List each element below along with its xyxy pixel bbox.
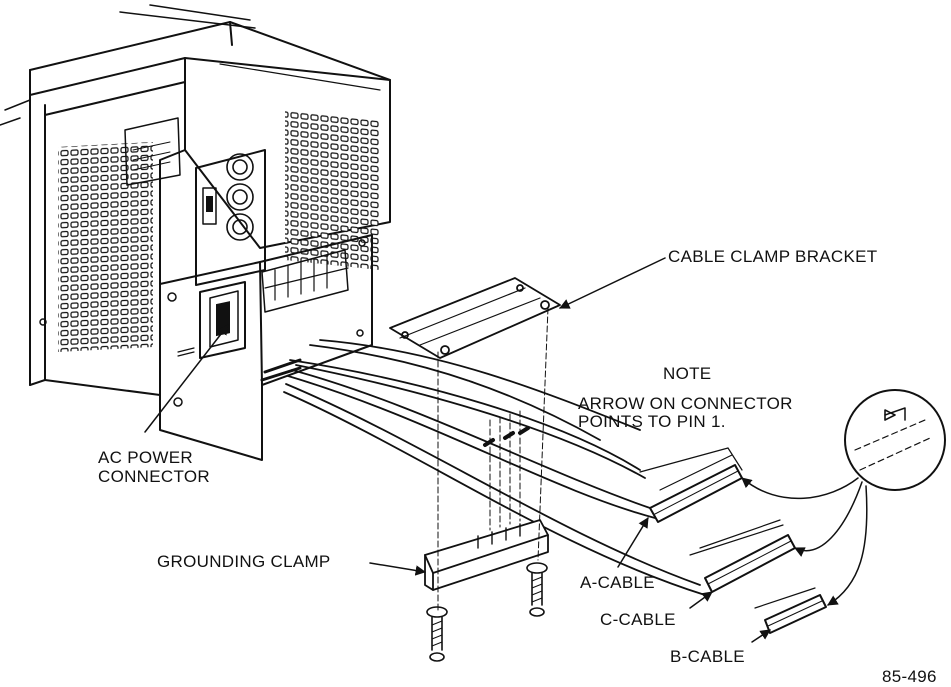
c-cable-label: C-CABLE — [600, 610, 676, 629]
b-cable-connector — [754, 587, 827, 634]
mounting-screws — [426, 562, 548, 662]
c-cable-connector — [689, 519, 796, 593]
note-line-2: POINTS TO PIN 1. — [578, 412, 726, 431]
leader-arrows — [144, 257, 771, 643]
power-switch-panel — [195, 149, 266, 286]
note-title: NOTE — [663, 364, 712, 383]
right-vents — [285, 109, 380, 270]
figure-number: 85-496 — [882, 667, 937, 686]
left-vents — [58, 141, 153, 352]
chassis — [0, 4, 391, 461]
ribbon-cables — [283, 339, 706, 596]
ac-power-socket — [199, 281, 246, 359]
a-cable-label: A-CABLE — [580, 573, 655, 592]
alignment-lines — [437, 307, 549, 611]
a-cable-connector — [639, 447, 743, 523]
grounding-clamp — [424, 519, 549, 591]
pin1-magnifier — [741, 389, 946, 606]
cable-clamp-bracket-label: CABLE CLAMP BRACKET — [668, 247, 878, 266]
note-line-1: ARROW ON CONNECTOR — [578, 394, 793, 413]
ac-power-label-1: AC POWER — [98, 448, 193, 467]
cable-clamp-bracket — [389, 277, 561, 359]
terminal-block — [261, 249, 349, 313]
pin1-arrow-icon — [884, 409, 896, 421]
b-cable-label: B-CABLE — [670, 647, 745, 666]
fuse-holders — [226, 153, 254, 241]
ac-power-label-2: CONNECTOR — [98, 467, 210, 486]
grounding-clamp-label: GROUNDING CLAMP — [157, 552, 331, 571]
